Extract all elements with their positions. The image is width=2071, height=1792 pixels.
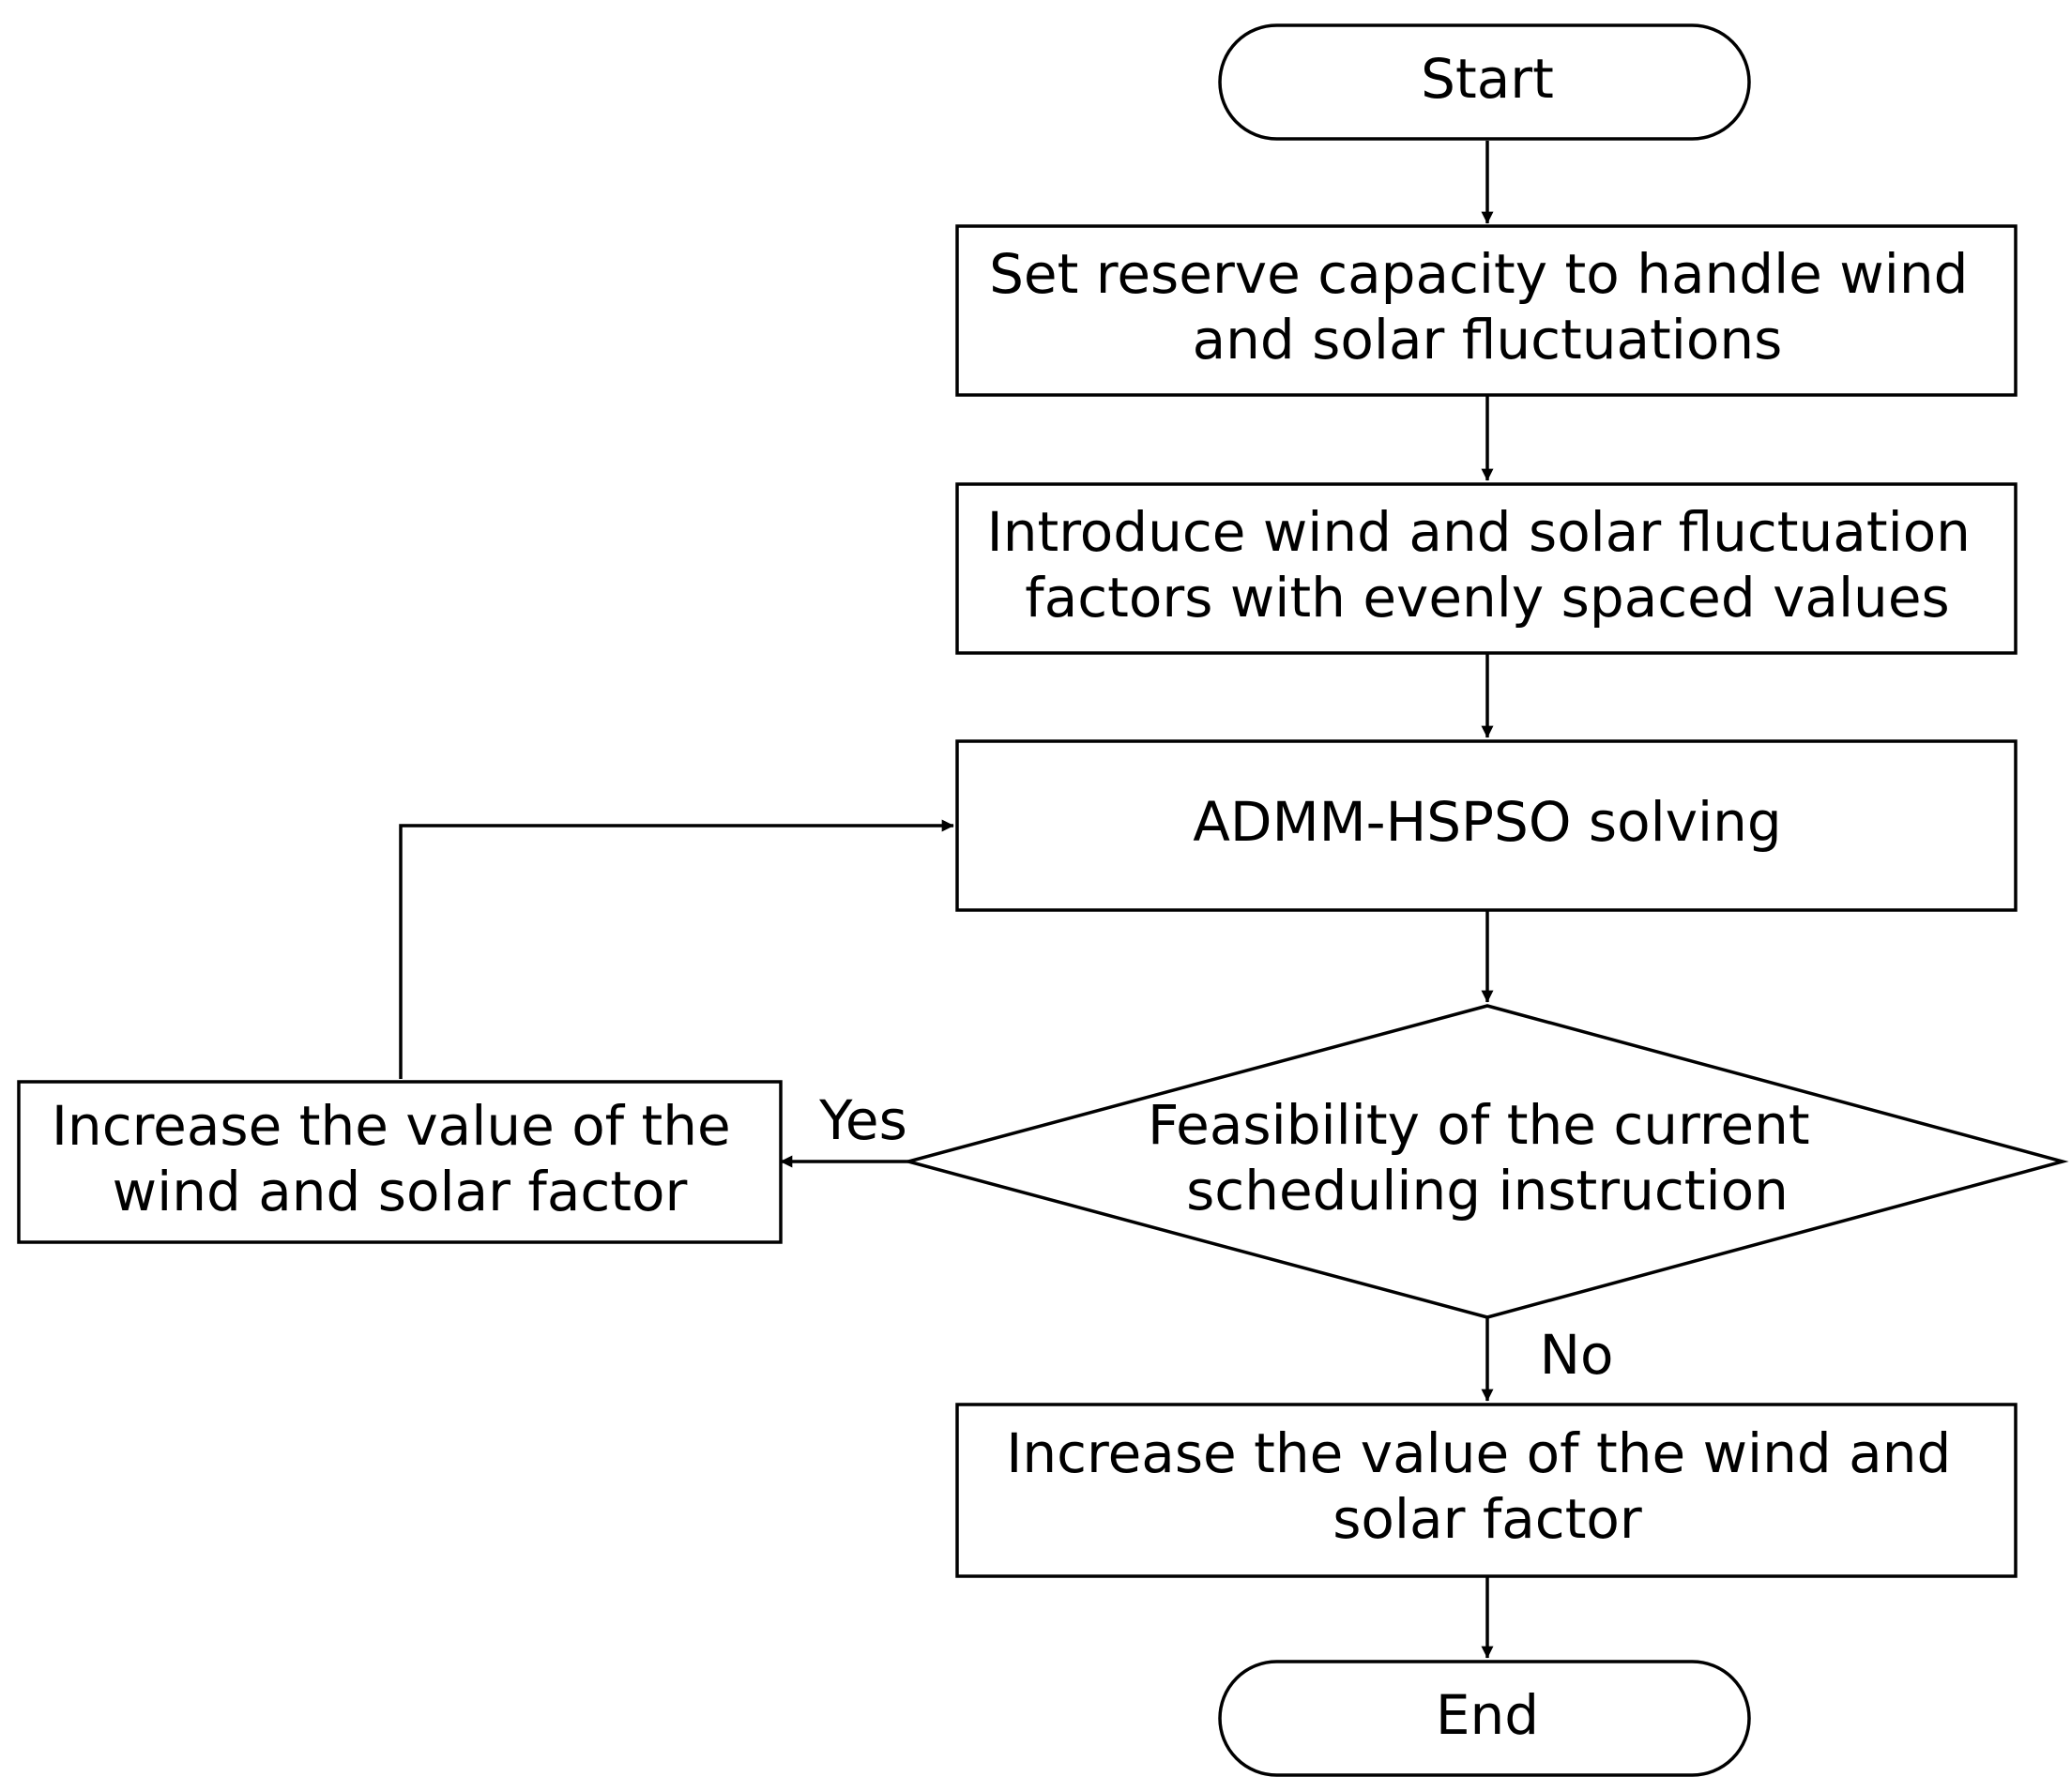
introduce-factors-node: Introduce wind and solar fluctuation fac… <box>955 482 2018 655</box>
svg-text:ADMM-HSPSO solving: ADMM-HSPSO solving <box>1193 790 1782 854</box>
set-reserve-line-1: Set reserve capacity to handle wind <box>989 242 1968 306</box>
svg-text:Increase the value of the: Increase the value of the wind and solar… <box>52 1094 748 1223</box>
increase-bottom-node: Increase the value of the wind and solar… <box>955 1403 2018 1578</box>
start-node-text: Start <box>1421 47 1554 111</box>
introduce-factors-line-1: Introduce wind and solar fluctuation <box>987 500 1971 564</box>
edge-label-yes: Yes <box>818 1088 907 1152</box>
increase-left-line-2: wind and solar factor <box>113 1160 688 1223</box>
increase-bottom-line-2: solar factor <box>1332 1487 1642 1551</box>
edge-label-no: No <box>1540 1323 1614 1387</box>
svg-text:Feasibility of the current: Feasibility of the current scheduling in… <box>1148 1093 1827 1223</box>
feasibility-line-2: scheduling instruction <box>1186 1159 1789 1223</box>
arrow-increase-left-loop-to-admm <box>399 819 954 1079</box>
admm-solving-text: ADMM-HSPSO solving <box>1193 790 1782 854</box>
admm-solving-node: ADMM-HSPSO solving <box>955 739 2018 912</box>
feasibility-decision-node: Feasibility of the current scheduling in… <box>902 1004 2069 1319</box>
increase-left-node: Increase the value of the wind and solar… <box>17 1080 783 1244</box>
set-reserve-node: Set reserve capacity to handle wind and … <box>955 224 2018 397</box>
set-reserve-line-2: and solar fluctuations <box>1193 308 1783 372</box>
end-node: End <box>1218 1660 1751 1777</box>
svg-text:Set reserve capacity to handle: Set reserve capacity to handle wind and … <box>989 242 1986 372</box>
start-node: Start <box>1218 23 1751 141</box>
introduce-factors-line-2: factors with evenly spaced values <box>1025 566 1949 630</box>
increase-bottom-line-1: Increase the value of the wind and <box>1006 1421 1951 1485</box>
end-node-text: End <box>1436 1683 1539 1747</box>
increase-left-line-1: Increase the value of the <box>52 1094 731 1158</box>
feasibility-line-1: Feasibility of the current <box>1148 1093 1810 1157</box>
svg-text:End: End <box>1436 1683 1539 1747</box>
svg-text:Start: Start <box>1421 47 1554 111</box>
connectors <box>399 141 1494 1659</box>
svg-text:Increase the value of the wind: Increase the value of the wind and solar… <box>1006 1421 1968 1551</box>
svg-text:Introduce wind and solar fluct: Introduce wind and solar fluctuation fac… <box>987 500 1988 630</box>
